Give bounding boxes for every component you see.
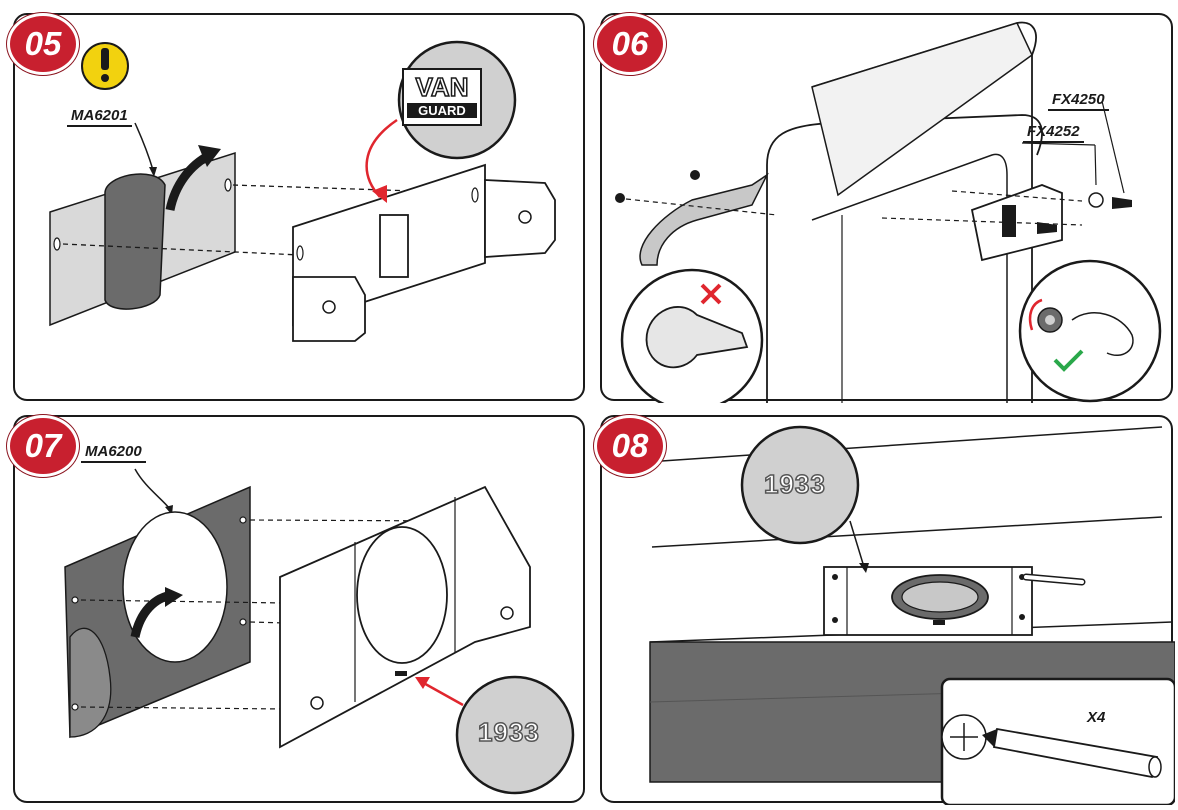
quantity-label: X4: [1087, 709, 1106, 726]
step-07-illustration: [64, 468, 575, 795]
part-label-fx4250: FX4250: [1048, 91, 1109, 111]
step-05-illustration: [49, 40, 556, 342]
logo-line-1: VAN: [415, 72, 469, 102]
step-05-panel: 05 MA6201 VAN GUARD: [7, 13, 585, 401]
vanguard-logo: VAN GUARD: [403, 72, 481, 118]
step-number-badge: 05: [7, 13, 79, 75]
step-08-illustration: [646, 425, 1175, 805]
step-08-panel: 08 1933 X4: [594, 415, 1175, 805]
wrong-icon: [700, 283, 722, 305]
serial-code-callout: 1933: [763, 468, 826, 500]
part-label-fx4252: FX4252: [1023, 123, 1084, 143]
step-number-badge: 07: [7, 415, 79, 477]
step-number-badge: 08: [594, 415, 666, 477]
step-07-panel: 07 MA6200 1933: [7, 415, 585, 803]
logo-line-2: GUARD: [407, 103, 477, 118]
check-icon: [1053, 349, 1084, 372]
warning-icon: [81, 42, 129, 90]
step-06-illustration: [615, 21, 1162, 403]
step-number-badge: 06: [594, 13, 666, 75]
serial-code-callout: 1933: [477, 716, 540, 748]
part-label: MA6201: [67, 107, 132, 127]
part-label: MA6200: [81, 443, 146, 463]
step-06-panel: 06 FX4250 FX4252: [594, 13, 1173, 403]
